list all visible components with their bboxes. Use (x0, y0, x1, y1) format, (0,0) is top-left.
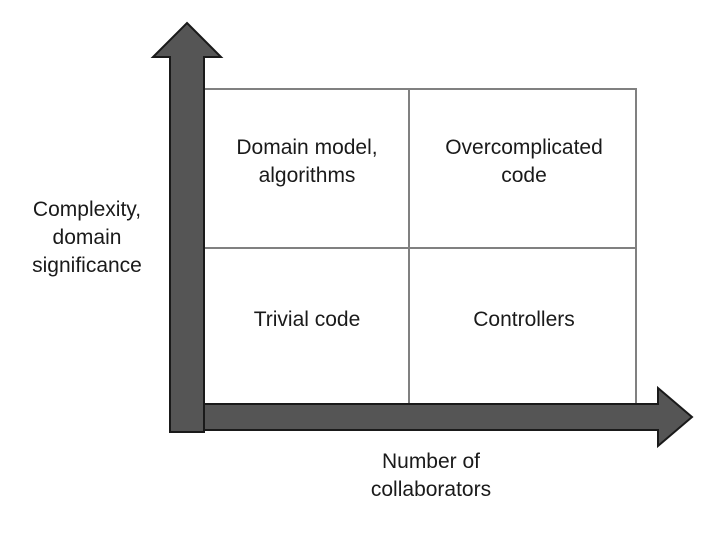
quadrant-label-top-left: Domain model, algorithms (236, 136, 378, 187)
y-axis-label: Complexity, domain significance (32, 198, 142, 277)
quadrant-grid (202, 88, 637, 408)
quadrant-label-top-right: Overcomplicated code (445, 136, 603, 187)
x-axis-label: Number of collaborators (370, 450, 492, 501)
up-arrow-icon (150, 21, 224, 433)
right-arrow-icon (201, 385, 694, 449)
quadrant-label-bottom-left: Trivial code (253, 308, 361, 331)
quadrant-label-bottom-right: Controllers (473, 308, 575, 331)
